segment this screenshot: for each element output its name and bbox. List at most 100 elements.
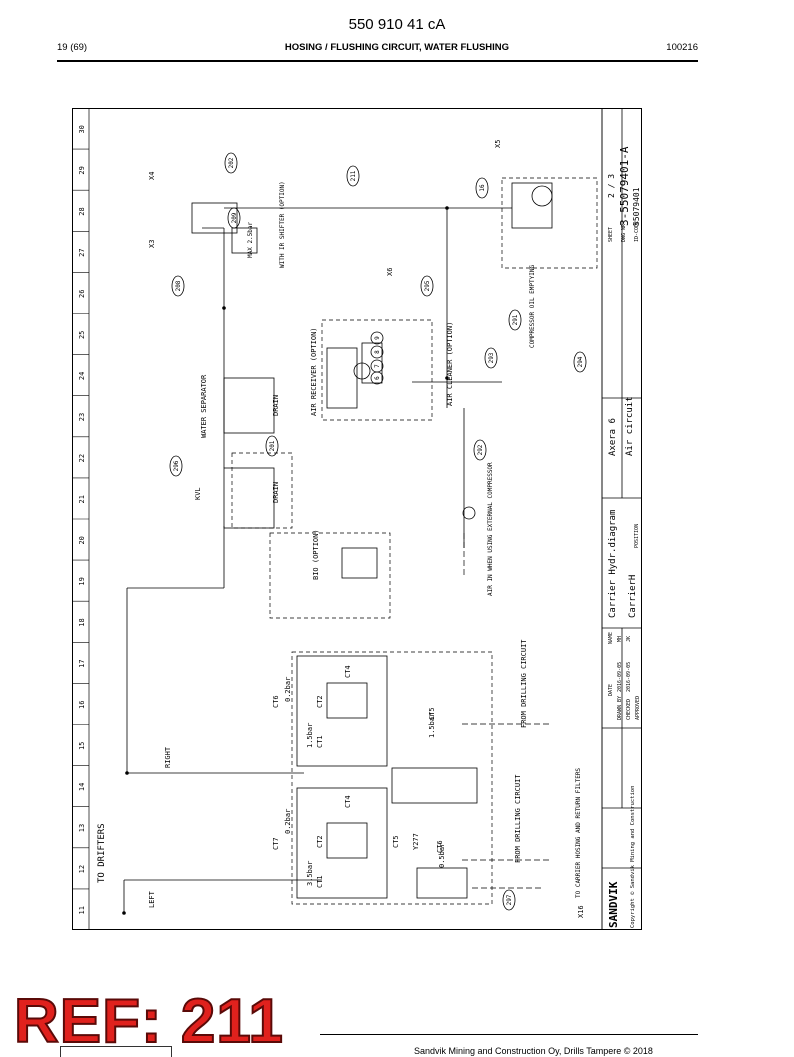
- compressor-oil-label: COMPRESSOR OIL EMPTYING: [529, 265, 536, 348]
- title-block-id-code-label: ID-CODE: [634, 221, 640, 242]
- title-block-company: SANDVIK: [607, 881, 620, 928]
- callout-bubble: [508, 309, 522, 331]
- callout-label: 209: [231, 212, 238, 223]
- ct4-label-1: CT4: [344, 665, 352, 678]
- callout-label: 295: [424, 280, 431, 291]
- callout-bubble: [265, 435, 279, 457]
- ct1-label-1: CT1: [316, 735, 324, 748]
- grid-number: 11: [78, 906, 86, 914]
- title-block-diagram: Carrier Hydr.diagram: [608, 510, 618, 618]
- title-block-name-checked: JK: [626, 636, 632, 642]
- grid-number: 27: [78, 248, 86, 256]
- grid-number: 15: [78, 742, 86, 750]
- air-in-label: AIR IN WHEN USING EXTERNAL COMPRESSOR: [487, 462, 494, 596]
- left-label: LEFT: [148, 890, 156, 908]
- doc-number: 550 910 41 cA: [348, 16, 446, 33]
- grid-number: 30: [78, 125, 86, 133]
- callout-bubble: [473, 439, 487, 461]
- grid-number: 12: [78, 865, 86, 873]
- callout-bubble: [573, 351, 587, 373]
- grid-number: 14: [78, 783, 86, 791]
- pressure-05-label: 0.5bar: [438, 843, 446, 868]
- header-rule: [57, 60, 698, 62]
- x5-label: X5: [494, 140, 502, 148]
- callout-label: 16: [479, 184, 486, 192]
- callout-bubble: [502, 889, 516, 911]
- page-title: HOSING / FLUSHING CIRCUIT, WATER FLUSHIN…: [284, 42, 510, 53]
- to-drifters-label: TO DRIFTERS: [97, 823, 107, 883]
- pressure-02-label-2: 0.2bar: [284, 809, 292, 834]
- callout-bubble: [370, 371, 384, 385]
- callout-label: 297: [506, 894, 513, 905]
- callout-label: 202: [228, 157, 235, 168]
- callout-label: 201: [269, 440, 276, 451]
- y277-label: Y277: [412, 833, 420, 850]
- title-block-date-checked: 2016-09-05: [626, 662, 632, 692]
- grid-number: 28: [78, 207, 86, 215]
- title-block-carrier: CarrierH: [628, 575, 638, 618]
- callout-label: 291: [512, 314, 519, 325]
- footer-rule: [320, 1034, 698, 1035]
- callout-bubble: [227, 207, 241, 229]
- callout-label: 294: [577, 356, 584, 367]
- callout-bubble: [420, 275, 434, 297]
- callout-bubble: [484, 347, 498, 369]
- x16-label: X16: [577, 905, 585, 918]
- bio-option-label: BIO (OPTION): [312, 529, 320, 580]
- title-block-drawn-by-label: DRAWN BY: [617, 696, 623, 720]
- grid-number: 19: [78, 577, 86, 585]
- grid-number: 21: [78, 495, 86, 503]
- pressure-35-label-1: 3.5bar: [306, 861, 314, 886]
- page-indicator: 19 (69): [57, 42, 88, 53]
- title-block-product: Axera 6: [608, 418, 618, 456]
- title-block-sheet: 2 / 3: [607, 174, 616, 198]
- title-block-drawing-no-label: DWG NR: [621, 223, 627, 242]
- grid-number: 17: [78, 659, 86, 667]
- max-bar-label: MAX 2.5bar: [247, 221, 254, 258]
- drain-label-2: DRAIN: [272, 395, 280, 416]
- title-block-name-label: NAME: [608, 632, 614, 644]
- from-drilling-label-1: FROM DRILLING CIRCUIT: [520, 639, 528, 728]
- grid-number: 24: [78, 372, 86, 380]
- grid-number: 22: [78, 454, 86, 462]
- grid-number: 16: [78, 701, 86, 709]
- title-block-name-drawn: MH: [617, 636, 623, 642]
- title-block-copyright: Copyright © Sandvik Mining and Construct…: [630, 786, 636, 928]
- title-block-sheet-label: SHEET: [608, 227, 614, 242]
- grid-number: 26: [78, 290, 86, 298]
- with-ir-label: WITH IR SHIFTER (OPTION): [279, 181, 286, 268]
- callout-bubble: [475, 177, 489, 199]
- ct7-label: CT7: [272, 837, 280, 850]
- from-drilling-label-2: FROM DRILLING CIRCUIT: [514, 774, 522, 863]
- water-separator-label: WATER SEPARATOR: [200, 374, 208, 438]
- grid-number: 13: [78, 824, 86, 832]
- grid-number: 29: [78, 166, 86, 174]
- right-label: RIGHT: [164, 746, 172, 768]
- callout-label: 9: [374, 336, 381, 340]
- title-block-date-label: DATE: [608, 684, 614, 696]
- ref-stamp: REF: 211: [13, 986, 284, 1057]
- callout-label: 292: [477, 444, 484, 455]
- callout-bubble: [370, 331, 384, 345]
- x3-label: X3: [148, 240, 156, 248]
- grid-number: 20: [78, 536, 86, 544]
- ct4-label-2: CT4: [344, 795, 352, 808]
- ct2-label-2: CT2: [316, 835, 324, 848]
- x6-label: X6: [386, 268, 394, 276]
- callout-bubble: [169, 455, 183, 477]
- title-block-date-drawn: 2016-09-05: [617, 662, 623, 692]
- air-cleaner-label: AIR CLEANER (OPTION): [446, 322, 454, 406]
- ct6-label-2: CT6: [436, 840, 444, 853]
- drain-label-1: DRAIN: [272, 482, 280, 503]
- callout-bubble: [370, 345, 384, 359]
- air-receiver-label: AIR RECEIVER (OPTION): [310, 327, 318, 416]
- to-carrier-label: TO CARRIER HOSING AND RETURN FILTERS: [575, 768, 582, 898]
- pressure-15-label-2: 1.5bar: [428, 713, 436, 738]
- callout-label: 8: [374, 350, 381, 354]
- footer-logo: [60, 1046, 172, 1057]
- callout-bubble: [171, 275, 185, 297]
- grid-number: 18: [78, 618, 86, 626]
- title-block-position-label: POSITION: [634, 524, 640, 548]
- callout-bubble: [346, 165, 360, 187]
